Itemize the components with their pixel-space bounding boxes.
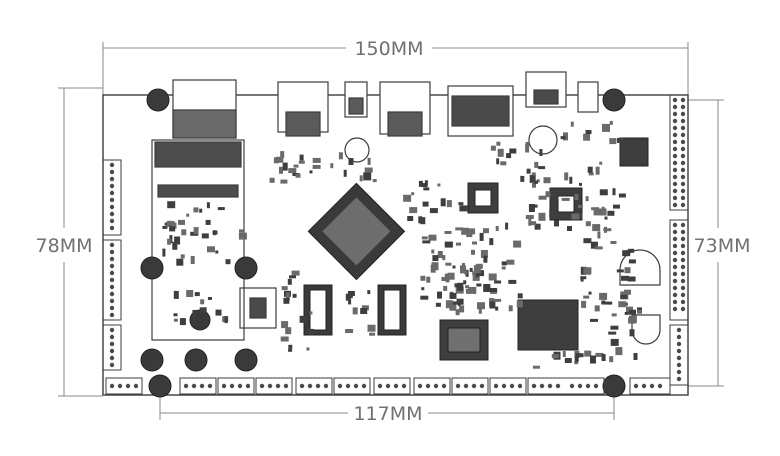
cpu-chip bbox=[307, 182, 406, 281]
speaker-outlines bbox=[344, 125, 661, 345]
top-connectors bbox=[172, 71, 599, 139]
right-chips bbox=[439, 137, 649, 361]
memory-chips bbox=[303, 284, 407, 336]
round-components bbox=[140, 88, 626, 398]
pin-headers bbox=[102, 94, 689, 395]
dimension-lines bbox=[58, 42, 724, 420]
dimension-top-label: 150MM bbox=[354, 38, 423, 60]
header-pins bbox=[109, 97, 686, 389]
small-components bbox=[162, 120, 642, 369]
dimension-left-label: 78MM bbox=[36, 235, 93, 257]
dimension-bottom-label: 117MM bbox=[353, 403, 422, 425]
left-module-area bbox=[151, 139, 277, 341]
dimension-right-label: 73MM bbox=[694, 235, 751, 257]
